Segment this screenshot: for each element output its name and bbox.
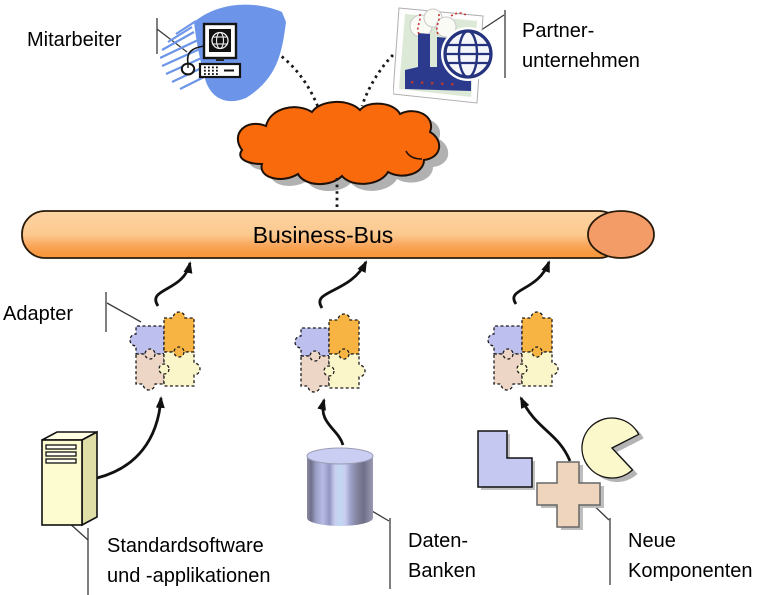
screen-globe-icon <box>211 31 229 50</box>
smoke-clouds <box>409 8 457 38</box>
puzzle-piece-lavender <box>294 327 330 357</box>
monitor <box>202 22 238 61</box>
partner-label-line2: unternehmen <box>522 50 640 72</box>
mitarbeiter-label: Mitarbeiter <box>27 29 122 51</box>
puzzle-piece-lavender <box>487 325 523 355</box>
standardsoftware-label-line1: Standardsoftware <box>107 535 264 557</box>
puzzle-socket <box>173 346 185 358</box>
puzzle-piece-yellow <box>521 351 559 387</box>
mouse-cable <box>186 45 205 64</box>
standardsoftware-label-line2: und -applikationen <box>107 565 271 587</box>
factory-window-dots <box>411 81 454 86</box>
puzzle-piece-yellow <box>328 353 366 389</box>
arrow-adapter1-to-bus <box>154 261 193 307</box>
cloud-fold-line <box>405 150 423 160</box>
puzzle-piece-yellow <box>163 351 201 387</box>
workstation-computer-icon <box>160 4 286 102</box>
arrow-adapter3-to-bus <box>512 260 551 305</box>
puzzle-socket <box>502 348 514 360</box>
standardsoftware-label: Standardsoftware und -applikationen <box>107 531 270 591</box>
puzzle-adapter-icon-3 <box>487 311 559 391</box>
cloud-shape <box>236 101 440 185</box>
puzzle-piece-orange <box>163 311 195 353</box>
puzzle-piece-orange <box>521 311 553 353</box>
pie-component-shape <box>581 417 640 479</box>
database-cylinder-icon <box>306 447 374 526</box>
arrow-database-to-adapter2 <box>317 398 345 446</box>
puzzle-socket <box>516 363 528 375</box>
smoke-trails <box>417 11 468 35</box>
datenbanken-label-line1: Daten- <box>408 530 469 552</box>
puzzle-piece-orange <box>328 313 360 355</box>
puzzle-socket <box>531 346 543 358</box>
datenbanken-label-line2: Banken <box>408 560 476 582</box>
puzzle-piece-lavender <box>129 325 165 355</box>
new-components-shapes <box>477 417 644 530</box>
puzzle-socket <box>323 365 335 377</box>
neue-komponenten-label-line2: Komponenten <box>628 560 753 582</box>
neue-komponenten-label-line1: Neue <box>628 530 676 552</box>
puzzle-adapter-icon-1 <box>129 311 201 391</box>
monitor-neck <box>216 58 224 61</box>
puzzle-adapter-icon-2 <box>294 313 366 393</box>
l-component-shape <box>477 430 533 488</box>
partner-label-line1: Partner- <box>522 20 595 42</box>
callout-line-adapter <box>106 302 142 323</box>
puzzle-socket <box>144 348 156 360</box>
cylinder-body <box>307 456 373 526</box>
dotted-link-factory-cloud <box>360 54 394 107</box>
mouse <box>180 45 205 76</box>
server-drive-slots <box>45 444 77 464</box>
puzzle-socket <box>158 363 170 375</box>
adapter-label: Adapter <box>3 303 74 325</box>
puzzle-socket <box>309 350 321 362</box>
neue-komponenten-label: Neue Komponenten <box>628 526 753 586</box>
puzzle-socket <box>338 348 350 360</box>
cylinder-top <box>306 447 374 465</box>
cloud <box>236 101 449 192</box>
arrow-components-to-adapter3 <box>519 396 572 462</box>
cross-component-shape <box>536 461 601 528</box>
partner-label: Partner- unternehmen <box>522 16 640 76</box>
arrow-adapter2-to-bus <box>318 260 368 309</box>
datenbanken-label: Daten- Banken <box>408 526 476 586</box>
system-unit <box>198 62 242 79</box>
business-bus-label: Business-Bus <box>252 222 394 248</box>
server-side-face <box>81 430 98 527</box>
server-tower-icon <box>41 430 98 527</box>
arrow-server-to-adapter1 <box>96 396 165 480</box>
puzzle-piece-tan <box>300 355 330 393</box>
globe-icon <box>441 27 495 81</box>
puzzle-piece-tan <box>493 353 523 391</box>
puzzle-piece-tan <box>135 353 165 391</box>
bus-end-cap <box>587 210 655 259</box>
partner-factory-globe-icon <box>393 7 495 104</box>
business-bus-bar <box>21 210 655 259</box>
